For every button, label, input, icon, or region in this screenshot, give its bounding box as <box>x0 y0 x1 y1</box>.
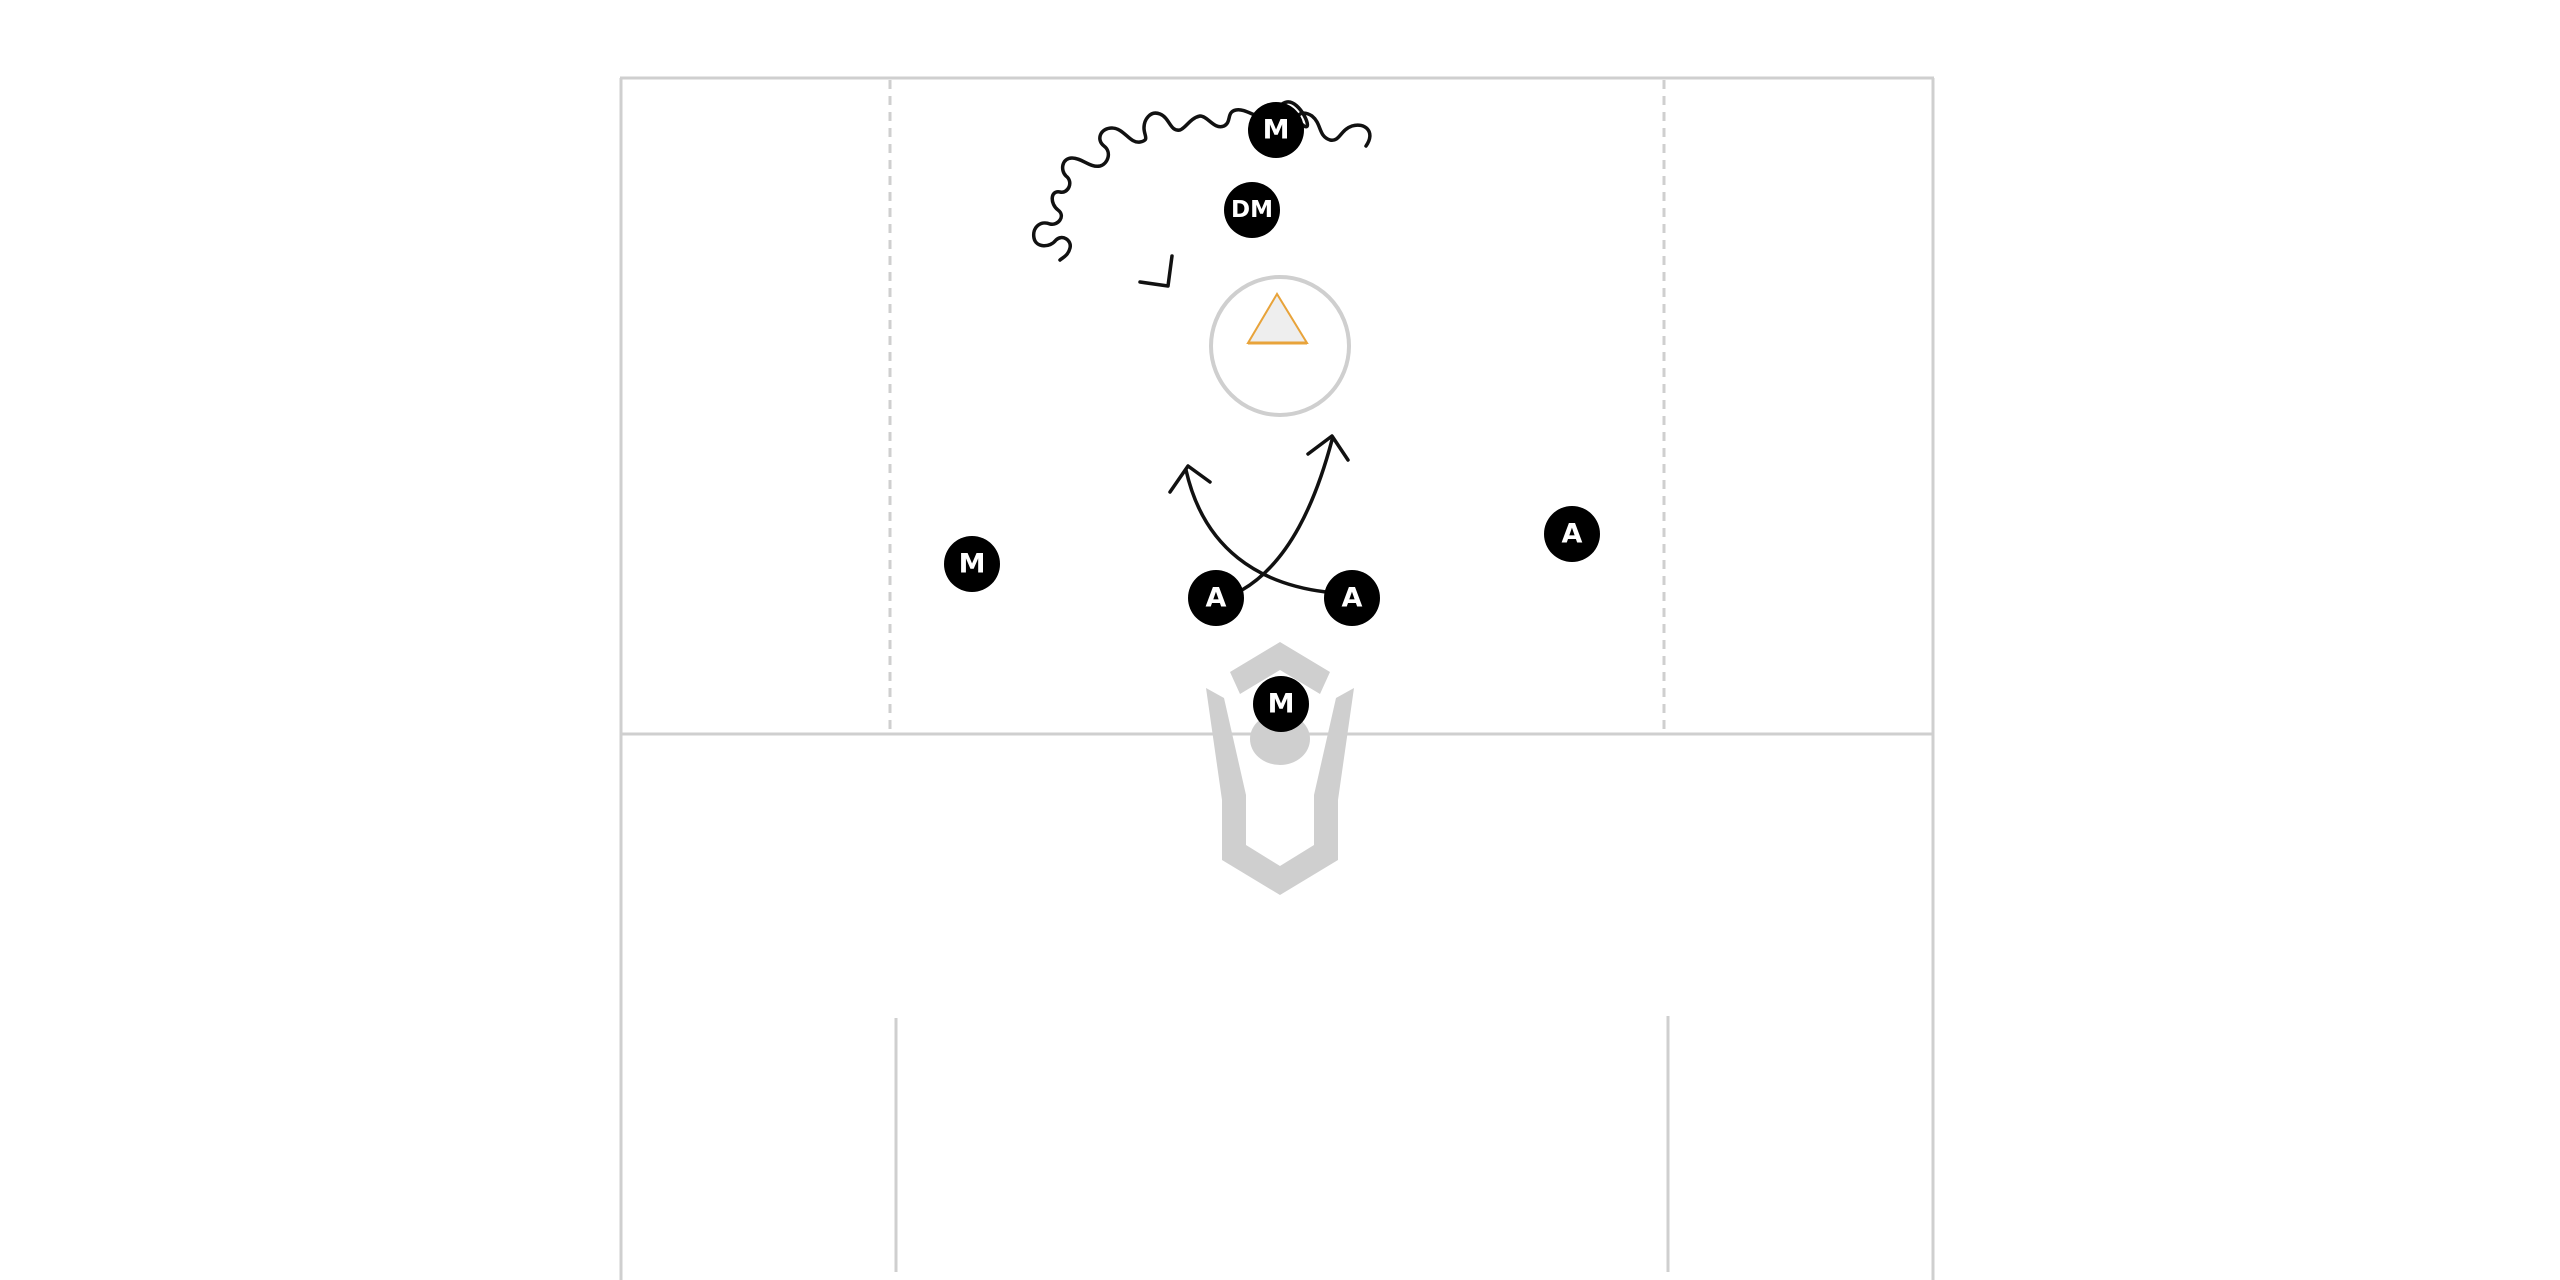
player-label: A <box>1342 583 1363 614</box>
cut-path-right-to-left <box>1184 468 1328 594</box>
player-label: DM <box>1231 197 1273 223</box>
arrowhead-right-cut <box>1306 434 1350 462</box>
cone-icon <box>1246 292 1309 345</box>
player-label: A <box>1562 519 1583 550</box>
cut-path-left-to-right <box>1240 438 1334 592</box>
player-dm: DM <box>1224 182 1280 238</box>
cut-paths <box>1168 434 1350 594</box>
wavy-dodge-line <box>1031 100 1372 262</box>
field <box>619 76 1935 1280</box>
player-a-right: A <box>1544 506 1600 562</box>
player-m-left: M <box>944 536 1000 592</box>
player-label: M <box>1268 689 1295 720</box>
player-label: M <box>959 549 986 580</box>
player-circle <box>1188 570 1244 626</box>
player-circle <box>1248 102 1304 158</box>
player-circle <box>944 536 1000 592</box>
center-circle <box>1209 275 1351 417</box>
player-a-center-left: A <box>1188 570 1244 626</box>
arrowhead-left-cut <box>1168 464 1212 494</box>
player-m-crease: M <box>1253 676 1309 732</box>
player-circle <box>1224 182 1280 238</box>
dodge-path <box>1031 100 1372 288</box>
player-a-center-right: A <box>1324 570 1380 626</box>
player-label: M <box>1263 115 1290 146</box>
center-circle-ring <box>1209 275 1351 417</box>
dodge-stop-marker <box>1138 254 1174 288</box>
player-m-top: M <box>1248 102 1304 158</box>
player-circle <box>1253 676 1309 732</box>
player-label: A <box>1206 583 1227 614</box>
player-circle <box>1544 506 1600 562</box>
player-circle <box>1324 570 1380 626</box>
